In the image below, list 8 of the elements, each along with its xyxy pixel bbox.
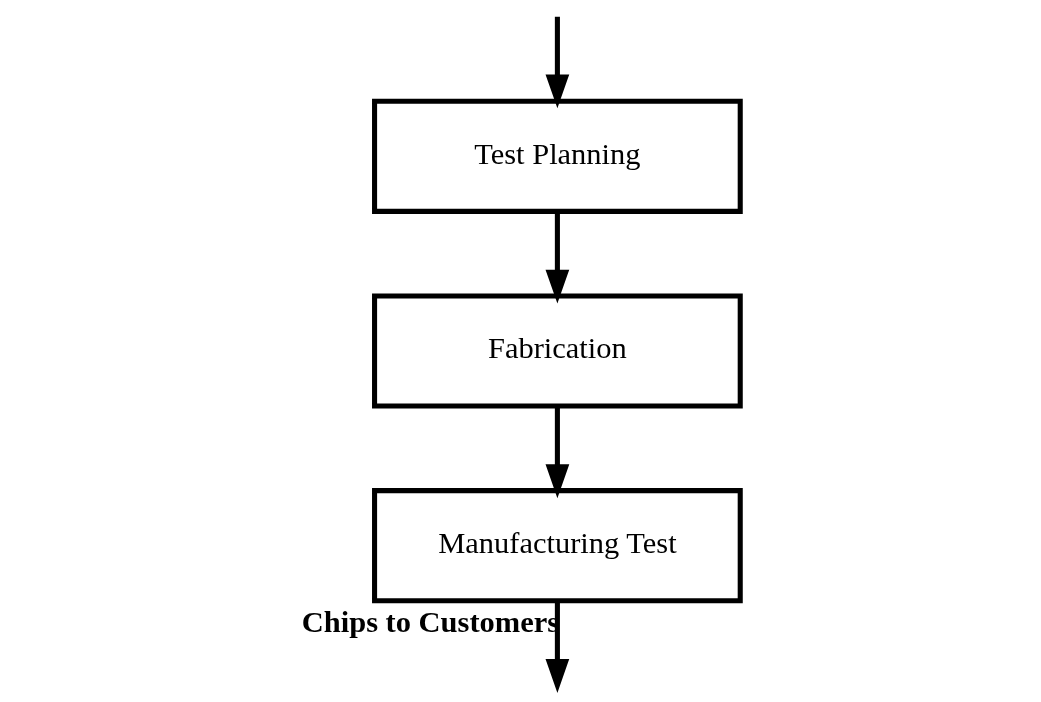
node-box: Test Planning <box>371 98 743 214</box>
node-box: Fabrication <box>371 293 743 409</box>
arrow <box>545 16 569 109</box>
arrow <box>545 211 569 304</box>
node-box: Manufacturing Test <box>371 488 743 604</box>
arrow <box>545 601 569 693</box>
edge-label: Chips to Customers <box>301 605 559 640</box>
arrow <box>545 406 569 499</box>
